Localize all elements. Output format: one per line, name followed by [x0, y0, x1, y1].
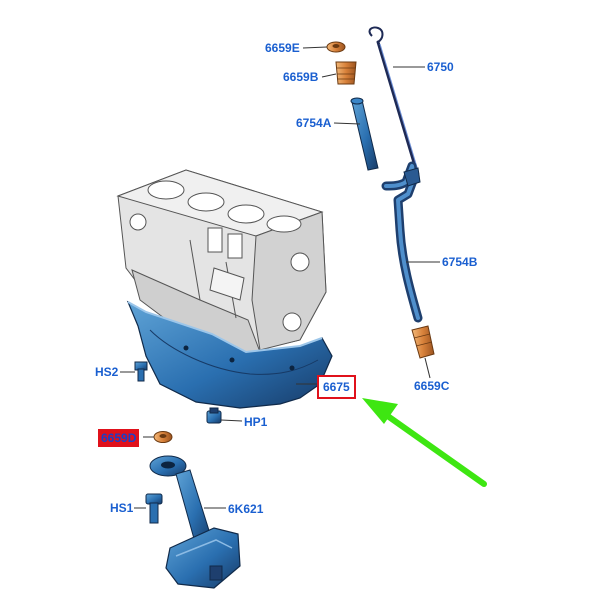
label-hp1: HP1: [244, 415, 268, 429]
label-6659b: 6659B: [283, 70, 319, 84]
tube-6754b: [381, 161, 423, 323]
label-6k621: 6K621: [228, 502, 264, 516]
bolt-hs1: [145, 493, 163, 524]
grommet-6659b: [335, 61, 357, 85]
engine-block: [116, 169, 327, 357]
label-6750: 6750: [427, 60, 454, 74]
label-6754a: 6754A: [296, 116, 332, 130]
bolt-hs2: [134, 361, 148, 382]
washer-6659d: [153, 431, 173, 443]
leader-lines: [120, 46, 440, 509]
green-arrow: [362, 398, 487, 487]
label-6754b: 6754B: [442, 255, 478, 269]
label-6659d-highlighted: 6659D: [98, 429, 140, 447]
label-hs2: HS2: [95, 365, 119, 379]
tube-6754a: [350, 97, 379, 171]
seal-6659e: [326, 41, 346, 53]
grommet-6659c: [411, 325, 435, 359]
label-6659c: 6659C: [414, 379, 450, 393]
label-hs1: HS1: [110, 501, 134, 515]
label-6659e: 6659E: [265, 41, 300, 55]
oil-pan: [126, 300, 333, 409]
dipstick: [368, 26, 420, 178]
plug-hp1: [206, 407, 222, 424]
label-6675-highlighted: 6675: [317, 375, 356, 399]
oil-pickup-6k621: [149, 455, 241, 589]
